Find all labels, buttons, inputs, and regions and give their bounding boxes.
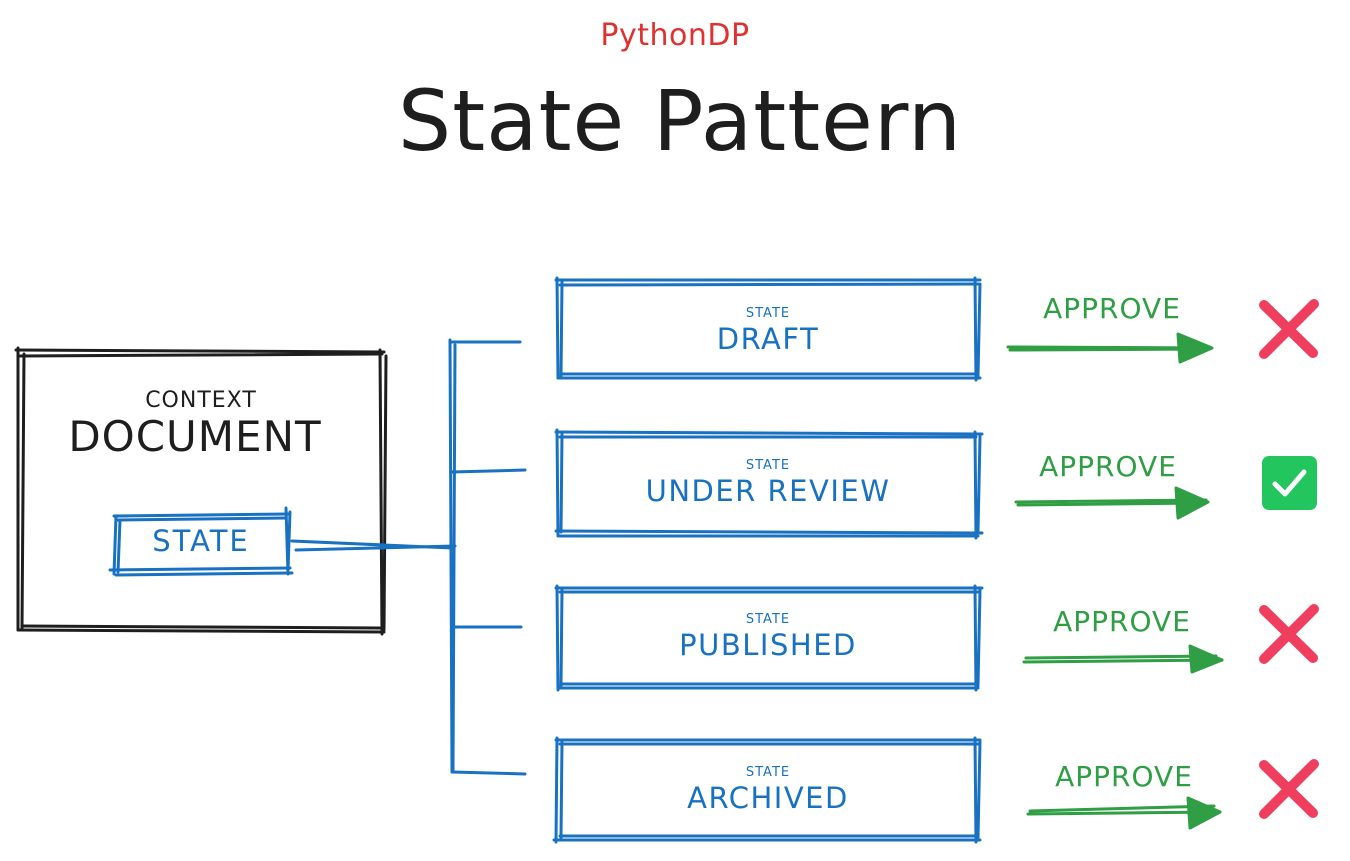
state-label: STATE: [745, 306, 791, 321]
state-label: STATE: [745, 612, 791, 627]
cross-icon: [1259, 604, 1319, 664]
context-name: DOCUMENT: [68, 412, 322, 461]
state-label: STATE: [745, 458, 791, 473]
state-name-draft: DRAFT: [716, 322, 820, 356]
state-field-box: [108, 506, 294, 577]
approve-label: APPROVE: [1039, 450, 1177, 483]
page-title: State Pattern: [397, 72, 963, 170]
approve-arrowheads: [1174, 332, 1224, 830]
context-label: CONTEXT: [145, 388, 257, 413]
state-name-archived: ARCHIVED: [687, 781, 849, 815]
approve-label: APPROVE: [1055, 760, 1193, 793]
context-box: [14, 346, 388, 636]
approve-arrows: [1006, 345, 1224, 816]
state-name-under-review: UNDER REVIEW: [645, 474, 891, 508]
state-label: STATE: [745, 765, 791, 780]
approve-label: APPROVE: [1043, 292, 1181, 325]
state-name-published: PUBLISHED: [679, 628, 857, 662]
cross-icon: [1259, 759, 1319, 819]
context-state-field: STATE: [152, 524, 250, 558]
cross-icon: [1259, 299, 1319, 359]
state-boxes: [552, 276, 984, 844]
check-icon: [1262, 456, 1317, 510]
approve-label: APPROVE: [1053, 605, 1191, 638]
connector-lines: [290, 338, 527, 776]
brand-label: PythonDP: [600, 18, 750, 53]
